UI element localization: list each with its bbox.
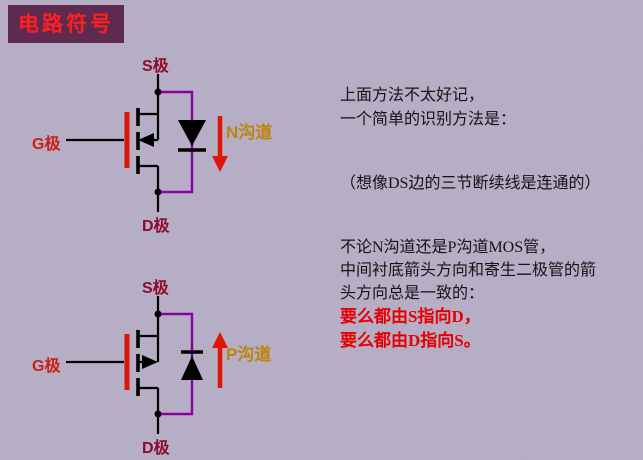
- rule-line-3: 头方向总是一致的：: [340, 285, 485, 302]
- rule-red-line-2: 要么都由D指向S。: [340, 331, 481, 350]
- source-terminal-label: S极: [142, 280, 169, 297]
- junction-dot: [154, 310, 162, 318]
- memo-text: 上面方法不太好记， 一个简单的识别方法是：: [340, 84, 516, 132]
- gate-terminal-label: G极: [32, 358, 61, 375]
- p-channel-mosfet-diagram: S极 G极 D极 P沟道: [0, 272, 320, 460]
- rule-red-line-1: 要么都由S指向D，: [340, 307, 481, 326]
- substrate-arrow-icon: [138, 133, 154, 147]
- n-channel-mosfet-symbol: [66, 74, 228, 212]
- memo-line-2: 一个简单的识别方法是：: [340, 111, 517, 128]
- drain-terminal-label: D极: [142, 440, 170, 457]
- body-diode-wire: [158, 312, 194, 416]
- current-direction-arrow-down-icon: [212, 116, 228, 172]
- source-terminal-label: S极: [142, 58, 169, 75]
- channel-type-label: N沟道: [226, 123, 273, 142]
- p-channel-mosfet-symbol: [66, 296, 228, 434]
- rule-line-2: 中间衬底箭头方向和寄生二极管的箭: [340, 262, 597, 279]
- substrate-arrow-icon: [142, 355, 158, 369]
- body-diode-icon: [178, 120, 206, 152]
- n-channel-mosfet-diagram: S极 G极 D极 N沟道: [0, 50, 320, 255]
- junction-dot: [154, 88, 162, 96]
- channel-type-label: P沟道: [226, 345, 272, 364]
- rule-text: 不论N沟道还是P沟道MOS管， 中间衬底箭头方向和寄生二极管的箭 头方向总是一致…: [340, 236, 596, 353]
- junction-dot: [154, 188, 162, 196]
- memo-line-1: 上面方法不太好记，: [340, 87, 485, 104]
- page-title: 电路符号: [8, 5, 124, 43]
- current-direction-arrow-up-icon: [212, 332, 228, 388]
- rule-line-1: 不论N沟道还是P沟道MOS管，: [340, 239, 556, 256]
- junction-dot: [154, 410, 162, 418]
- drain-terminal-label: D极: [142, 218, 170, 235]
- hint-text: （想像DS边的三节断续线是连通的）: [340, 175, 601, 192]
- gate-terminal-label: G极: [32, 136, 61, 153]
- body-diode-wire: [158, 90, 194, 194]
- body-diode-icon: [181, 350, 203, 380]
